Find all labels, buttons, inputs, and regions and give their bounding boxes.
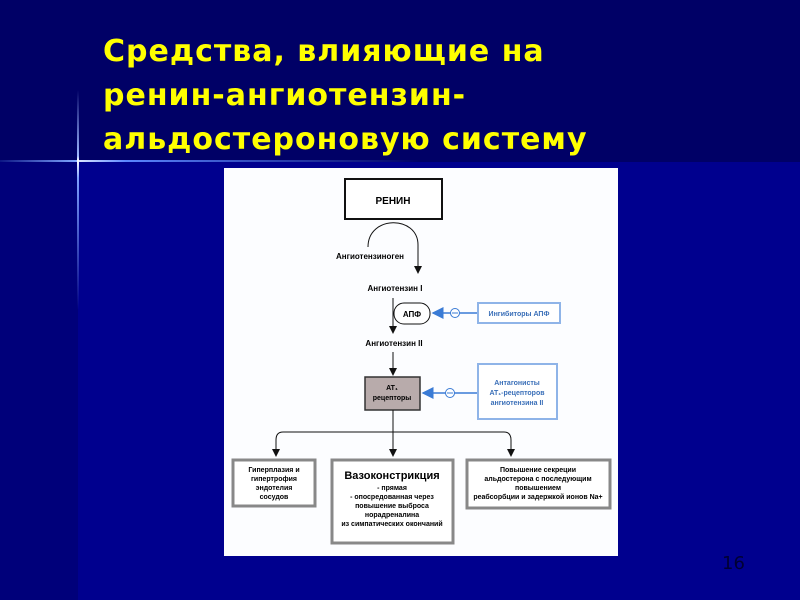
effect-line: гипертрофия xyxy=(251,476,297,483)
renin-arrow xyxy=(367,222,422,274)
receptors-label: рецепторы xyxy=(373,395,411,402)
renin-label: РЕНИН xyxy=(376,196,411,207)
ace-inhibitors-box: Ингибиторы АПФ xyxy=(477,302,561,324)
effect-line: эндотелия xyxy=(256,485,293,492)
title-line: Средства, влияющие на xyxy=(103,34,545,69)
angiotensin-1-label: Ангиотензин I xyxy=(368,284,423,293)
at1-label: AT₁ xyxy=(386,385,398,392)
branch-arrows xyxy=(272,410,515,457)
effect-line: норадреналина xyxy=(365,512,419,519)
decorative-flare xyxy=(77,90,79,310)
effect-line: повышение выброса xyxy=(355,502,429,510)
raas-diagram: РЕНИН Ангиотензиноген Ангиотензин I АПФ … xyxy=(224,168,618,556)
effect-line: повышением xyxy=(515,485,561,492)
effect-line: сосудов xyxy=(260,494,289,501)
antagonists-line: Антагонисты xyxy=(494,380,540,387)
effect-line: из симпатических окончаний xyxy=(341,520,442,528)
effect-line: реабсорбции и задержкой ионов Na+ xyxy=(473,493,602,501)
renin-box: РЕНИН xyxy=(344,178,443,220)
effect-line: альдостерона с последующим xyxy=(484,476,591,483)
page-number: 16 xyxy=(722,553,745,574)
ace-inhibitors-label: Ингибиторы АПФ xyxy=(489,310,550,318)
angiotensin-2-label: Ангиотензин II xyxy=(365,339,422,348)
decorative-line xyxy=(0,160,420,162)
at1-receptors-box: AT₁ рецепторы xyxy=(364,376,421,411)
ace-label: АПФ xyxy=(403,310,421,319)
effect-line: - опосредованная через xyxy=(350,494,434,501)
antagonists-line: AT₁-рецепторов xyxy=(489,390,545,397)
antagonists-line: ангиотензина II xyxy=(491,400,544,407)
title-band xyxy=(0,0,800,162)
aldosterone-box: Повышение секреции альдостерона с послед… xyxy=(465,458,612,510)
minus-icon xyxy=(450,308,460,318)
title-line: альдостероновую систему xyxy=(103,122,588,157)
vasoconstriction-title: Вазоконстрикция xyxy=(344,470,439,482)
hyperplasia-box: Гиперплазия и гипертрофия эндотелия сосу… xyxy=(231,458,317,508)
left-band xyxy=(0,162,78,600)
effect-line: Повышение секреции xyxy=(500,467,576,474)
effect-line: Гиперплазия и xyxy=(248,467,299,474)
title-line: ренин-ангиотензин- xyxy=(103,78,467,113)
effect-line: - прямая xyxy=(377,485,407,492)
at1-antagonists-box: Антагонисты AT₁-рецепторов ангиотензина … xyxy=(477,363,558,420)
angiotensinogen-label: Ангиотензиноген xyxy=(336,252,404,261)
minus-icon xyxy=(445,388,455,398)
ace-pill: АПФ xyxy=(393,302,431,325)
vasoconstriction-box: Вазоконстрикция - прямая - опосредованна… xyxy=(330,458,455,545)
slide-title: Средства, влияющие на ренин-ангиотензин-… xyxy=(103,30,588,162)
